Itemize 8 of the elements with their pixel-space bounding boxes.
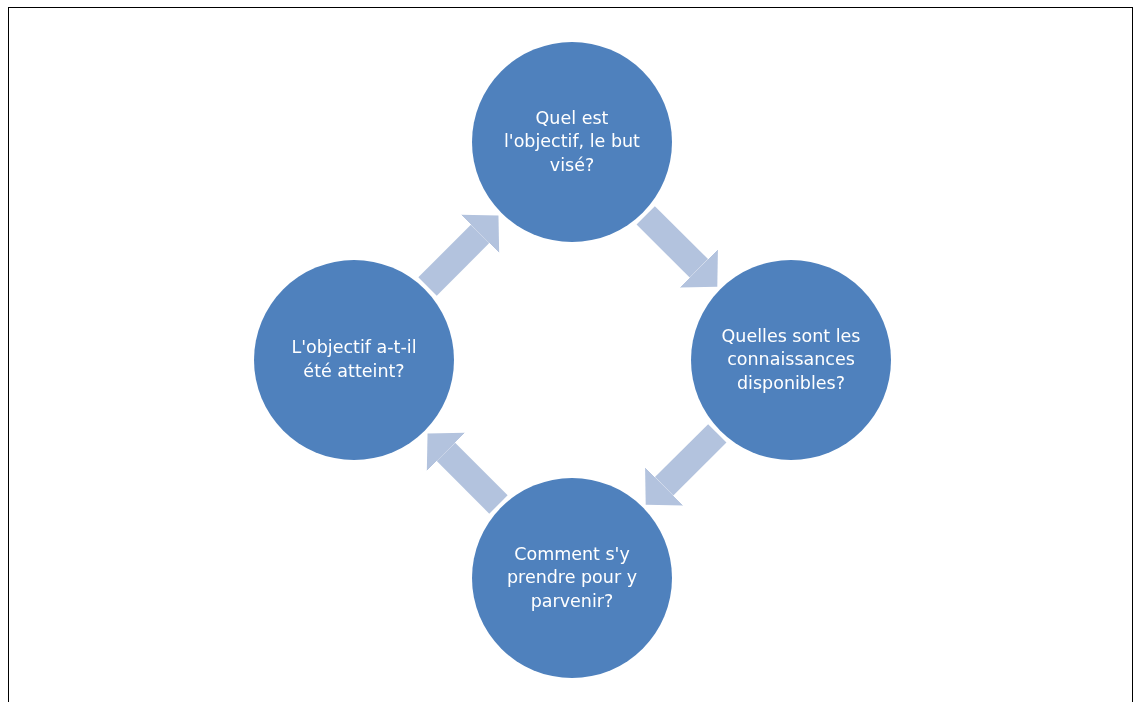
block-arrow [645, 424, 727, 506]
question-text: Quel est l'objectif, le but visé? [503, 106, 641, 177]
question-text: Quelles sont les connaissances disponibles? [720, 324, 862, 395]
block-arrow [418, 214, 500, 296]
block-arrow [636, 206, 718, 288]
question-text: L'objectif a-t-il été atteint? [290, 336, 418, 383]
question-text: Comment s'y prendre pour y parvenir? [505, 542, 638, 613]
block-arrow [426, 432, 508, 514]
